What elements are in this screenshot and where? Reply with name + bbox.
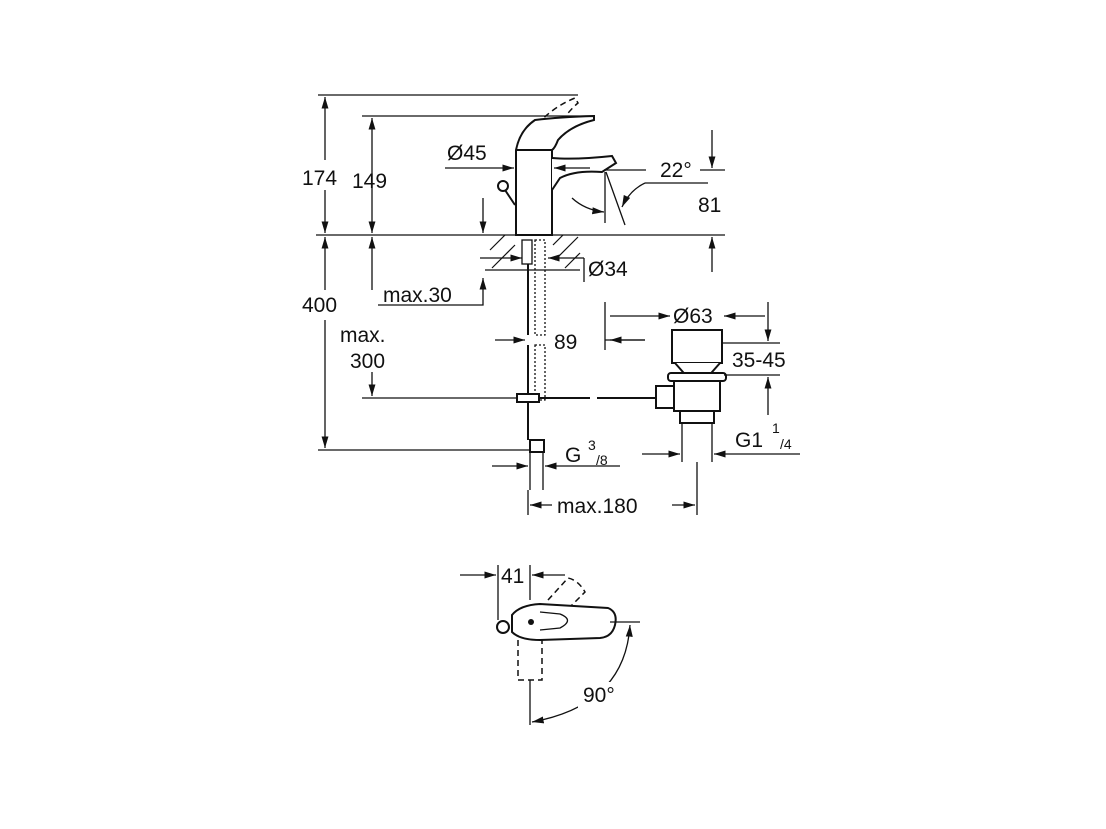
label-diameter-34: Ø34 <box>588 258 628 281</box>
label-g-num: 3 <box>588 437 596 453</box>
label-89: 89 <box>554 331 577 354</box>
label-max-180: max.180 <box>557 495 638 518</box>
pop-up-rod-top <box>504 189 516 206</box>
pop-up-knob <box>497 180 509 192</box>
lever-90-outline <box>517 640 543 681</box>
label-41: 41 <box>501 565 524 588</box>
lever-indicator <box>528 619 534 625</box>
pop-up-waste <box>655 329 727 462</box>
angle-arrow-left <box>571 197 605 215</box>
label-max: max. <box>340 324 386 347</box>
dim-max30-bottom <box>378 278 487 306</box>
label-35-45: 35-45 <box>732 349 786 372</box>
label-g1-den: /4 <box>780 436 792 452</box>
label-max-30: max.30 <box>383 284 452 307</box>
angle-arrow-right <box>621 182 646 208</box>
label-400: 400 <box>302 294 337 317</box>
label-diameter-45: Ø45 <box>447 142 487 165</box>
angled-outlet-line <box>605 171 626 226</box>
label-149: 149 <box>352 170 387 193</box>
label-diameter-63: Ø63 <box>673 305 713 328</box>
lever-rotated-outline <box>547 577 586 613</box>
label-g-den: /8 <box>596 452 608 468</box>
pop-up-knob-top <box>496 620 510 634</box>
counter-hatch <box>485 234 581 271</box>
label-g1-num: 1 <box>772 420 780 436</box>
label-300: 300 <box>350 350 385 373</box>
label-angle-90: 90° <box>583 684 615 707</box>
label-angle-22: 22° <box>660 159 692 182</box>
label-g: G <box>565 444 581 467</box>
spout <box>551 154 618 191</box>
supply-hose <box>516 239 546 490</box>
top-view: 41 90° <box>460 565 640 725</box>
side-view: 174 149 400 max. 300 Ø45 22° 81 <box>296 94 800 518</box>
label-g1: G1 <box>735 429 763 452</box>
label-174: 174 <box>302 167 337 190</box>
label-81: 81 <box>698 194 721 217</box>
lever-top <box>511 602 617 642</box>
faucet-body <box>515 114 595 236</box>
